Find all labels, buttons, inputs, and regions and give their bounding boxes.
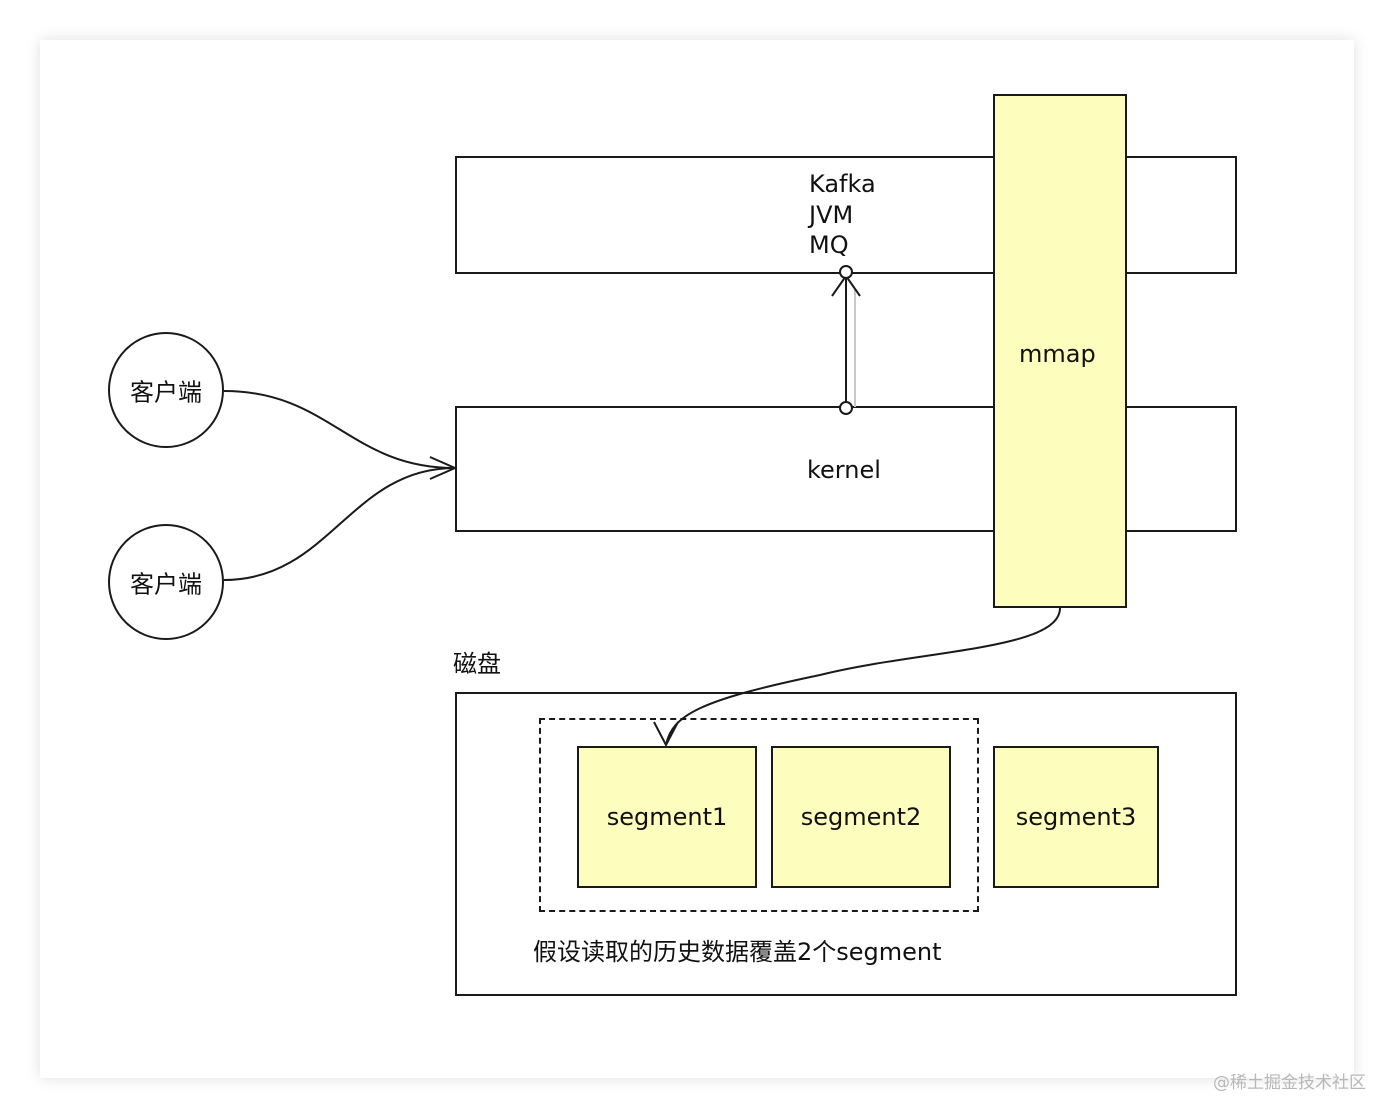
disk-title: 磁盘 — [453, 650, 501, 678]
jvm-box-line-mq: MQ — [809, 231, 849, 259]
mmap-box: mmap — [993, 94, 1127, 608]
segment-1-label: segment1 — [606, 803, 728, 831]
client-node-1: 客户端 — [108, 332, 224, 448]
kernel-label: kernel — [807, 456, 881, 484]
watermark: @稀土掘金技术社区 — [1213, 1073, 1366, 1093]
client-label-2: 客户端 — [130, 570, 202, 599]
client-node-2: 客户端 — [108, 524, 224, 640]
segment-2: segment2 — [771, 746, 951, 888]
mmap-label: mmap — [1019, 340, 1096, 368]
jvm-box-line-kafka: Kafka — [809, 170, 876, 198]
segment-3: segment3 — [993, 746, 1159, 888]
disk-caption: 假设读取的历史数据覆盖2个segment — [533, 938, 942, 966]
segment-1: segment1 — [577, 746, 757, 888]
jvm-box-line-jvm: JVM — [809, 201, 854, 229]
segment-2-label: segment2 — [800, 803, 922, 831]
client-label-1: 客户端 — [130, 378, 202, 407]
segment-3-label: segment3 — [1015, 803, 1137, 831]
